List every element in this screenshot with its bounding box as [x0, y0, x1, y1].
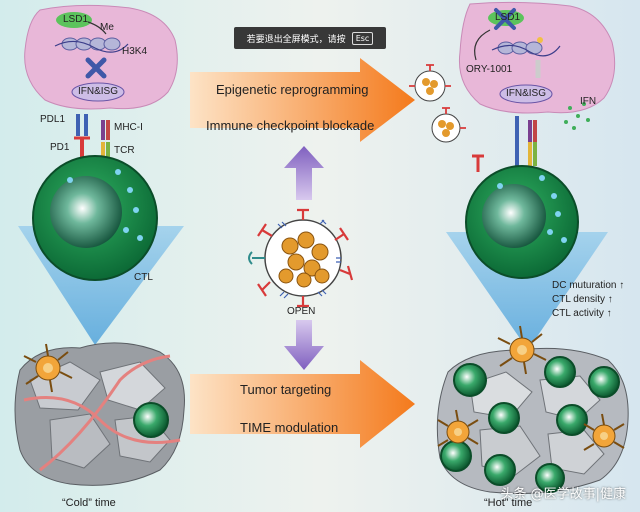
- left-tcr-label: TCR: [114, 145, 135, 156]
- right-receptors: [472, 116, 537, 172]
- right-histone: [491, 37, 561, 57]
- left-me-label: Me: [100, 22, 114, 33]
- purple-up-arrow: [284, 146, 324, 200]
- left-ctl-nucleus: [50, 176, 122, 248]
- arrow-top-line2: Immune checkpoint blockade: [206, 118, 375, 133]
- right-small-ctls: [440, 356, 620, 493]
- right-ory-arrow: [474, 29, 491, 61]
- right-ory-label: ORY-1001: [466, 64, 513, 75]
- left-ifn-isg-oval: [71, 82, 125, 102]
- arrow-top-line1: Epigenetic reprogramming: [216, 82, 369, 97]
- left-histone: [54, 37, 129, 53]
- bottom-orange-arrow: [190, 360, 415, 448]
- arrow-bottom-line2: TIME modulation: [240, 420, 339, 435]
- left-ctl-label: CTL: [134, 272, 153, 283]
- left-pd1-receptor: [74, 136, 90, 166]
- left-ctl-granules: [67, 169, 143, 241]
- left-mhc-label: MHC-I: [114, 122, 143, 133]
- right-ifn-dots: [564, 102, 590, 130]
- fullscreen-toast: 若要退出全屏模式，请按 Esc: [234, 27, 386, 49]
- left-caption: “Cold” time: [62, 497, 116, 509]
- left-tcr-receptor: [101, 142, 110, 166]
- arrow-bottom-line1: Tumor targeting: [240, 382, 332, 397]
- right-caption: “Hot” time: [484, 497, 533, 509]
- left-mhc-receptor: [101, 120, 110, 140]
- watermark-text: 头条 @医学故事|健康: [500, 487, 626, 502]
- right-stat-ctl-density: CTL density ↑: [552, 294, 613, 305]
- left-methyl-arrow: [87, 21, 107, 35]
- right-ctl-granules: [497, 175, 567, 243]
- left-lsd1-label: LSD1: [63, 14, 89, 25]
- left-dendritic-cell: [23, 343, 73, 393]
- left-block-x: [85, 57, 107, 79]
- top-orange-arrow: [190, 58, 415, 142]
- right-stat-ctl-activity: CTL activity ↑: [552, 308, 612, 319]
- right-ifn-label: IFN: [580, 96, 597, 107]
- left-lsd1-oval: [56, 12, 92, 28]
- open-nanoparticle: [248, 208, 354, 308]
- watermark: 头条 @医学故事|健康: [500, 483, 626, 502]
- esc-key[interactable]: Esc: [351, 31, 374, 45]
- left-small-ctl: [133, 402, 169, 438]
- left-h3k4-label: H3K4: [122, 46, 148, 57]
- right-nanoparticle-2: [431, 107, 466, 143]
- open-label: OPEN: [287, 306, 316, 317]
- right-stat-dc: DC muturation ↑: [552, 280, 625, 291]
- right-nanoparticle-1: [409, 64, 451, 102]
- right-tumor-cell: [458, 1, 616, 114]
- right-ifn-isg-label: IFN&ISG: [506, 88, 547, 99]
- right-ifn-isg-oval: [499, 84, 553, 104]
- right-dendritic-cells: [437, 325, 625, 451]
- toast-text: 若要退出全屏模式，请按: [246, 34, 346, 45]
- left-ifn-isg-label: IFN&ISG: [78, 86, 119, 97]
- right-ctl-nucleus: [482, 184, 546, 248]
- left-pdl1-label: PDL1: [40, 114, 66, 125]
- purple-down-arrow: [284, 320, 324, 370]
- left-pdl1-receptor: [76, 114, 88, 136]
- left-pd1-label: PD1: [50, 142, 70, 153]
- left-tumor-cell: [24, 4, 178, 110]
- right-lsd1-label: LSD1: [495, 12, 521, 23]
- right-block-x: [494, 8, 516, 30]
